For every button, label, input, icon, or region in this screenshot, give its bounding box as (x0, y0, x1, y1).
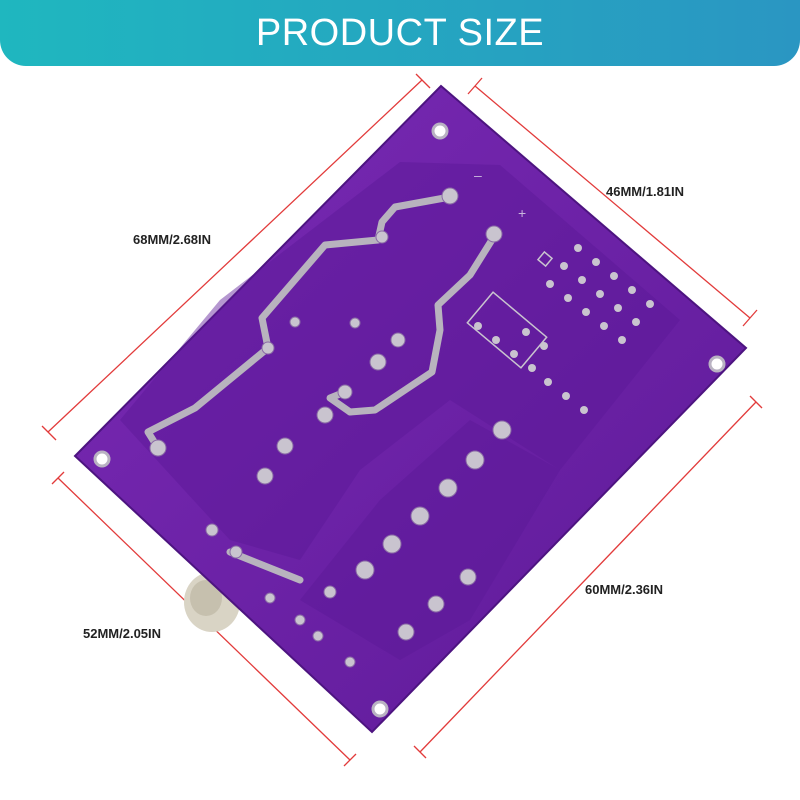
dimension-label-52mm: 52MM/2.05IN (83, 626, 162, 641)
dimension-line-60mm (419, 401, 757, 753)
ic-footprint (474, 244, 654, 414)
solder-pads (149, 187, 512, 668)
silk-plus: + (518, 205, 526, 221)
pcb-board: – + (73, 84, 748, 734)
dimension-line-46mm (474, 85, 751, 319)
silk-minus: – (474, 167, 482, 183)
mounting-holes (93, 122, 726, 718)
title-banner: PRODUCT SIZE (0, 0, 800, 66)
banner-title: PRODUCT SIZE (255, 11, 545, 54)
dimension-label-46mm: 46MM/1.81IN (606, 184, 685, 199)
dimension-label-68mm: 68MM/2.68IN (133, 232, 212, 247)
dimension-line-68mm (47, 79, 423, 433)
dimension-label-60mm: 60MM/2.36IN (585, 582, 664, 597)
